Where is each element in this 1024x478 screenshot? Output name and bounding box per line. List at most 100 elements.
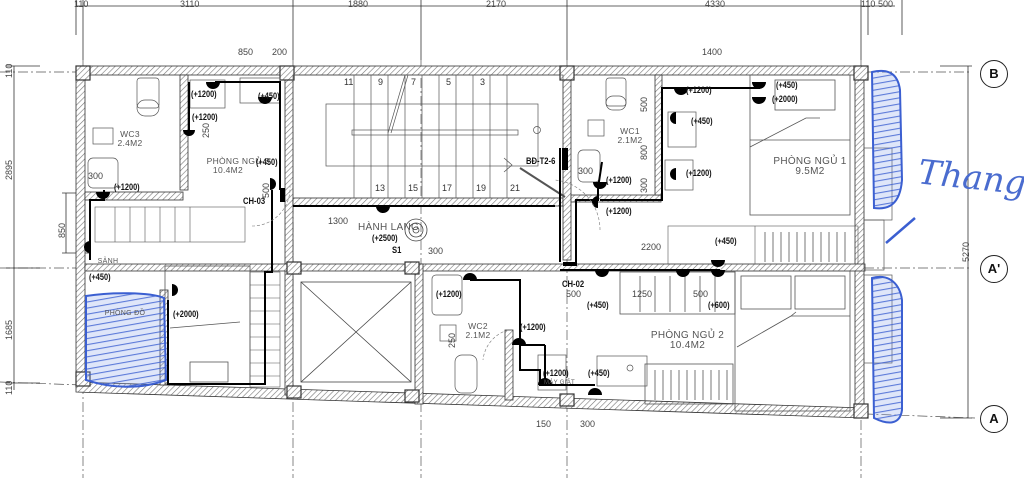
axis-bubble-a: A — [980, 405, 1008, 433]
stair-step-3: 3 — [480, 77, 486, 87]
right-dimension-line — [940, 65, 972, 419]
elev-label: (+450) — [258, 91, 280, 101]
dim-500-ch02: 500 — [566, 289, 582, 299]
dim-right-5270: 5270 — [961, 241, 971, 262]
room-name: PHÒNG NGỦ 2 — [650, 330, 725, 341]
elev-label: (+1200) — [606, 206, 632, 216]
dim-left-850: 850 — [57, 222, 67, 238]
dim-left-110b: 110 — [4, 380, 14, 395]
dim-top-110b: 110 — [861, 0, 876, 9]
elevator-shaft — [300, 281, 412, 383]
dim-1400: 1400 — [702, 47, 723, 57]
elev-label: (+1200) — [606, 175, 632, 185]
bed-room-3 — [164, 265, 251, 385]
dim-1300: 1300 — [328, 216, 349, 226]
room-area: 2.1M2 — [617, 134, 643, 145]
hand-annotations — [85, 70, 916, 424]
outlet-symbols — [84, 82, 766, 395]
sensor-icon — [404, 218, 428, 242]
elev-label: (+1200) — [686, 168, 712, 178]
room-area: 10.4M2 — [669, 340, 706, 351]
dim-top-2170: 2170 — [486, 0, 507, 9]
stair-step-11: 11 — [344, 77, 354, 87]
dim-500-wc1: 500 — [639, 96, 649, 112]
dim-250: 250 — [201, 122, 211, 138]
wardrobes — [619, 232, 846, 405]
dim-150: 150 — [536, 419, 552, 429]
room-laundry: MÁY GIẶT — [544, 380, 575, 386]
dim-2200: 2200 — [641, 242, 662, 252]
elev-label: (+1200) — [192, 112, 218, 122]
room-name: WC1 — [620, 126, 640, 136]
room-area: 2.4M2 — [117, 137, 143, 148]
room-bedroom-1: PHÒNG NGỦ 1 9.5M2 — [765, 157, 855, 177]
room-name: WC2 — [468, 321, 488, 331]
room-area: 10.4M2 — [212, 164, 244, 175]
dim-250-wc2: 250 — [447, 332, 457, 348]
elev-label: (+450) — [691, 116, 713, 126]
elev-label: (+1200) — [686, 85, 712, 95]
dim-top-1880: 1880 — [348, 0, 369, 9]
dim-top-110: 110 — [74, 0, 89, 9]
dim-top-500: 500 — [878, 0, 894, 9]
stair-step-17: 17 — [442, 183, 453, 193]
top-dimension-line — [75, 0, 903, 60]
room-area: 2.1M2 — [465, 329, 491, 340]
stair-step-15: 15 — [408, 183, 419, 193]
elev-label: (+1200) — [436, 289, 462, 299]
stair-step-7: 7 — [411, 77, 417, 87]
dim-left-1685: 1685 — [4, 319, 14, 340]
room-wc3: WC3 2.4M2 — [100, 130, 160, 147]
stair-step-19: 19 — [476, 183, 487, 193]
room-wc2: WC2 2.1M2 — [460, 322, 496, 339]
bed-room-1 — [749, 74, 851, 216]
stair-step-9: 9 — [378, 77, 384, 87]
elev-label: (+1200) — [520, 322, 546, 332]
dim-300-corridor: 300 — [428, 246, 444, 256]
elev-label: (+450) — [715, 236, 737, 246]
elev-label: (+600) — [708, 300, 730, 310]
stair-step-13: 13 — [375, 183, 386, 193]
elev-label: (+450) — [588, 368, 610, 378]
room-area: 9.5M2 — [795, 166, 825, 177]
axis-bubble-a-prime: A' — [980, 255, 1008, 283]
room-name: MÁY GIẶT — [544, 380, 575, 386]
room-name: PHÒNG NGỦ 1 — [773, 156, 847, 167]
elev-label: (+1200) — [191, 89, 217, 99]
elev-label: (+1200) — [114, 182, 140, 192]
stair-step-5: 5 — [446, 77, 452, 87]
dim-500-pn2: 500 — [693, 289, 709, 299]
dim-300-wc3: 300 — [88, 171, 104, 181]
room-name: HÀNH LANG — [358, 222, 420, 233]
axis-bubble-b: B — [980, 60, 1008, 88]
room-name: WC3 — [120, 129, 140, 139]
dim-top-4330: 4330 — [705, 0, 726, 9]
dim-top-3110: 3110 — [180, 0, 200, 9]
electrical-wiring — [89, 81, 760, 386]
elev-label: (+450) — [776, 80, 798, 90]
wardrobe-1 — [764, 232, 846, 262]
room-bedroom-2: PHÒNG NGỦ 2 10.4M2 — [640, 331, 735, 351]
bed-room-2 — [734, 270, 851, 412]
room-name: SẢNH — [97, 258, 119, 265]
dim-850: 850 — [238, 47, 254, 57]
dim-300-wc1b: 300 — [578, 166, 594, 176]
elev-label: (+450) — [587, 300, 609, 310]
tag-sensor: S1 — [392, 245, 402, 255]
tag-board: BĐ-T2-6 — [526, 156, 556, 166]
room-wardrobe: PHÒNG ĐỒ — [100, 310, 150, 317]
elev-label: (+1200) — [543, 368, 569, 378]
staircase — [292, 74, 566, 199]
dim-left-2895: 2895 — [4, 159, 14, 180]
dim-300-bottom: 300 — [580, 419, 596, 429]
room-wc1: WC1 2.1M2 — [605, 127, 655, 144]
dim-800: 800 — [639, 144, 649, 160]
room-corridor: HÀNH LANG — [358, 222, 420, 233]
room-bedroom-3: PHÒNG NGỦ 3 10.4M2 — [198, 157, 278, 174]
elev-label: (+450) — [256, 157, 278, 167]
dim-1250: 1250 — [632, 289, 653, 299]
room-hall: SẢNH — [96, 258, 120, 265]
room-name: PHÒNG NGỦ 3 — [206, 156, 270, 166]
dim-left-110: 110 — [4, 63, 14, 78]
